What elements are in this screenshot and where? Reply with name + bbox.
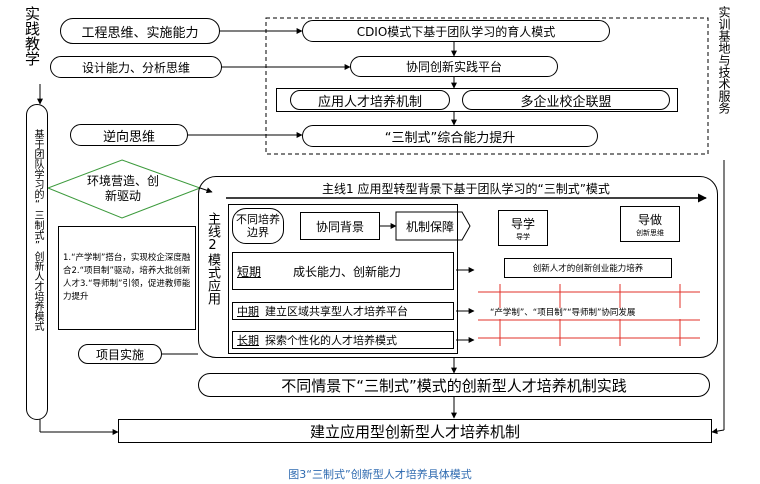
three-coop-text: “产学制”、“项目制”“导师制”协同发展 — [490, 308, 636, 318]
left-title-text: 实践教学 — [23, 6, 41, 66]
principles-list: 1.“产学制”搭台，实现校企深度融合2.“项目制”驱动，培养大批创新人才3.“导… — [58, 226, 196, 330]
guide-box: 导学 导学 — [498, 210, 548, 246]
mechanism-text: 建立应用型创新型人才培养机制 — [309, 422, 520, 441]
environment-label: 环境营造、创新驱动 — [84, 174, 162, 204]
environment-text: 环境营造、创新驱动 — [86, 174, 159, 203]
reverse-input: 逆向思维 — [70, 124, 188, 146]
practice-box: 不同情景下“三制式”模式的创新型人才培养机制实践 — [198, 373, 710, 397]
mainline1-title: 主线1 应用型转型背景下基于团队学习的“三制式”模式 — [246, 180, 686, 197]
mechanism-box: 建立应用型创新型人才培养机制 — [118, 419, 712, 443]
right-title: 实训基地与技术服务 — [716, 6, 734, 166]
alliance-box: 多企业校企联盟 — [462, 90, 670, 110]
mainline2-title: 主线2模式应用 — [204, 212, 222, 340]
practice-text: 不同情景下“三制式”模式的创新型人才培养机制实践 — [281, 376, 627, 395]
three-system-box: “三制式”综合能力提升 — [302, 125, 598, 147]
long-term-label: 长期 — [237, 334, 259, 347]
left-vertical-pill: 基于团队学习的“三制式”创新人才培养模式 — [26, 104, 48, 420]
mid-term-row: 中期 建立区域共享型人才培养平台 — [232, 302, 454, 320]
mid-term-text: 建立区域共享型人才培养平台 — [265, 305, 408, 318]
left-title: 实践教学 — [22, 6, 44, 86]
project-text: 项目实施 — [95, 347, 144, 362]
boundary-box: 不同培养边界 — [232, 208, 284, 244]
lead-title: 导做 — [637, 212, 662, 227]
short-term-text: 成长能力、创新能力 — [293, 264, 402, 279]
mainline1-text: 主线1 应用型转型背景下基于团队学习的“三制式”模式 — [322, 182, 610, 196]
mech-row — [276, 88, 678, 112]
guide-sub: 导学 — [516, 232, 530, 241]
right-title-text: 实训基地与技术服务 — [717, 6, 731, 114]
short-term-label: 短期 — [237, 264, 262, 279]
short-term-row: 短期 成长能力、创新能力 — [232, 252, 454, 290]
mech-guarantee-text: 机制保障 — [405, 220, 454, 234]
cdio-text: CDIO模式下基于团队学习的育人模式 — [356, 24, 556, 39]
design-text: 设计能力、分析思维 — [81, 60, 190, 75]
red-grid — [478, 284, 700, 346]
entre-ability-text: 创新人才的创新创业能力培养 — [532, 264, 644, 274]
entre-ability-box: 创新人才的创新创业能力培养 — [504, 258, 672, 278]
three-coop-text-box: “产学制”、“项目制”“导师制”协同发展 — [490, 308, 700, 319]
mid-term-label: 中期 — [237, 305, 259, 318]
reverse-text: 逆向思维 — [102, 129, 155, 145]
principles-text: 1.“产学制”搭台，实现校企深度融合2.“项目制”驱动，培养大批创新人才3.“导… — [63, 253, 191, 302]
mech-guarantee-label: 机制保障 — [398, 218, 462, 235]
main-block-frame — [198, 176, 718, 358]
applied-mech-text: 应用人才培养机制 — [317, 94, 422, 110]
left-vertical-label: 基于团队学习的“三制式”创新人才培养模式 — [32, 129, 43, 331]
coop-bg-box: 协同背景 — [300, 212, 380, 240]
lead-box: 导做 创新思维 — [620, 206, 680, 242]
mech-guarantee-shape — [395, 211, 471, 241]
three-system-text: “三制式”综合能力提升 — [384, 130, 516, 146]
environment-diamond — [46, 159, 202, 219]
caption-text: 图3“三制式”创新型人才培养具体模式 — [288, 468, 472, 481]
boundary-text: 不同培养边界 — [236, 213, 280, 239]
coop-bg-text: 协同背景 — [315, 219, 364, 234]
arrow-right-to-bottom — [711, 428, 725, 435]
lead-sub: 创新思维 — [636, 228, 664, 237]
cdio-box: CDIO模式下基于团队学习的育人模式 — [302, 20, 610, 42]
applied-mech-box: 应用人才培养机制 — [290, 90, 450, 110]
design-input: 设计能力、分析思维 — [50, 56, 222, 78]
long-term-row: 长期 探索个性化的人才培养模式 — [232, 331, 454, 349]
guide-title: 导学 — [510, 216, 535, 231]
mainline2-text: 主线2模式应用 — [205, 212, 220, 305]
collab-platform-box: 协同创新实践平台 — [350, 56, 558, 77]
collab-platform-text: 协同创新实践平台 — [405, 60, 502, 74]
alliance-text: 多企业校企联盟 — [520, 94, 612, 110]
project-input: 项目实施 — [78, 344, 162, 364]
engineering-input: 工程思维、实施能力 — [60, 18, 220, 44]
long-term-text: 探索个性化的人才培养模式 — [265, 334, 397, 347]
engineering-text: 工程思维、实施能力 — [81, 25, 199, 41]
figure-caption: 图3“三制式”创新型人才培养具体模式 — [0, 466, 760, 482]
inner-frame — [228, 204, 458, 354]
top-dashed-frame — [265, 17, 709, 155]
